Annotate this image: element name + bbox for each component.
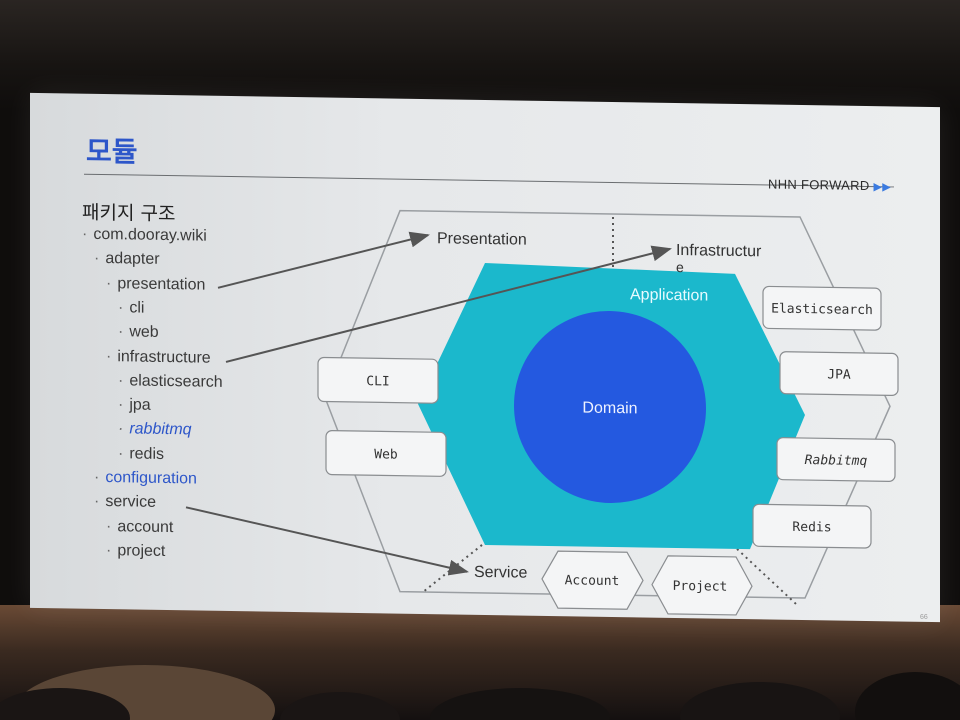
projected-slide: 모듈 NHN FORWARD ▶▶ 패키지 구조 ·com.dooray.wik… xyxy=(30,92,940,623)
adapter-jpa-label: JPA xyxy=(827,367,851,382)
adapter-web-label: Web xyxy=(374,447,398,462)
service-label: Service xyxy=(474,564,527,582)
separator-bottom-left xyxy=(422,544,483,593)
stage-ceiling xyxy=(0,0,960,110)
adapter-rabbitmq: Rabbitmq xyxy=(776,437,896,482)
arrow-service xyxy=(185,506,469,576)
adapter-redis: Redis xyxy=(752,503,872,549)
arrow-infrastructure xyxy=(225,245,672,363)
adapter-cli: CLI xyxy=(317,356,439,404)
service-project: Project xyxy=(651,555,753,616)
adapter-cli-label: CLI xyxy=(366,374,389,389)
adapter-elasticsearch-label: Elasticsearch xyxy=(771,301,873,318)
presentation-label: Presentation xyxy=(437,230,527,248)
domain-circle xyxy=(514,310,706,503)
adapter-rabbitmq-label: Rabbitmq xyxy=(805,453,868,469)
application-label: Application xyxy=(630,286,708,304)
adapter-web: Web xyxy=(325,429,447,477)
adapter-jpa: JPA xyxy=(779,351,899,396)
adapter-redis-label: Redis xyxy=(792,520,831,536)
infrastructure-label-line2: e xyxy=(676,259,684,275)
domain-label: Domain xyxy=(582,400,637,418)
audience-silhouettes xyxy=(0,665,960,720)
separator-bottom-right xyxy=(736,548,798,606)
service-account: Account xyxy=(541,550,644,610)
arrow-presentation xyxy=(217,231,430,289)
page-number: 66 xyxy=(920,614,928,621)
adapter-elasticsearch: Elasticsearch xyxy=(762,285,882,331)
service-project-label: Project xyxy=(673,579,728,595)
hexagonal-diagram: Presentation Infrastructur e Application… xyxy=(185,209,928,621)
infrastructure-label-line1: Infrastructur xyxy=(676,242,762,260)
service-account-label: Account xyxy=(565,573,620,589)
